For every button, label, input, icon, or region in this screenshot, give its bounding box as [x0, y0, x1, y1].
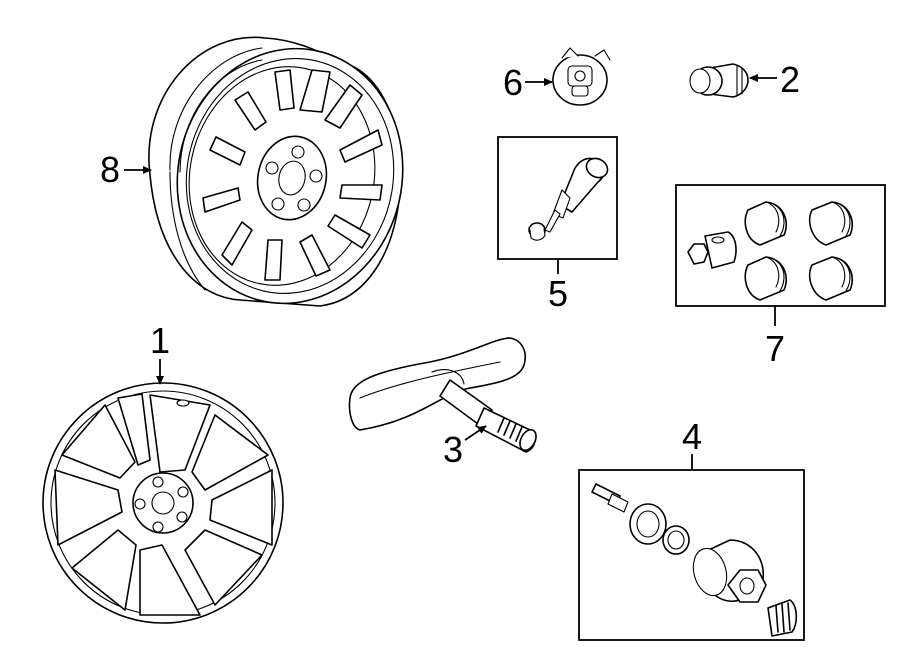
tpms-service-kit-part-4[interactable]: [591, 483, 798, 637]
callout-number-5: 5: [548, 273, 568, 314]
callout-number-3: 3: [443, 429, 463, 470]
callout-7: 7: [765, 306, 785, 369]
callout-1: 1: [150, 320, 170, 385]
lug-nut-part-2[interactable]: [689, 63, 749, 98]
callout-number-1: 1: [150, 320, 170, 361]
valve-stem-part-5[interactable]: [528, 155, 611, 241]
callout-5: 5: [548, 259, 568, 314]
alloy-wheel-part-1[interactable]: [42, 382, 284, 624]
callout-number-8: 8: [100, 149, 120, 190]
leader-arrow-3: [464, 425, 487, 441]
callout-number-7: 7: [765, 328, 785, 369]
callout-number-6: 6: [503, 62, 523, 103]
callout-2: 2: [749, 59, 800, 100]
lug-nut-set-part-7[interactable]: [687, 201, 854, 301]
callout-number-4: 4: [682, 416, 702, 457]
callout-8: 8: [100, 149, 152, 190]
callout-3: 3: [443, 425, 487, 470]
tpms-sensor-part-3[interactable]: [348, 337, 539, 453]
callout-6: 6: [503, 62, 553, 103]
callout-number-2: 2: [780, 59, 800, 100]
spare-wheel-part-8[interactable]: [148, 28, 426, 325]
callout-4: 4: [682, 416, 702, 470]
center-cap-part-6[interactable]: [552, 47, 611, 106]
